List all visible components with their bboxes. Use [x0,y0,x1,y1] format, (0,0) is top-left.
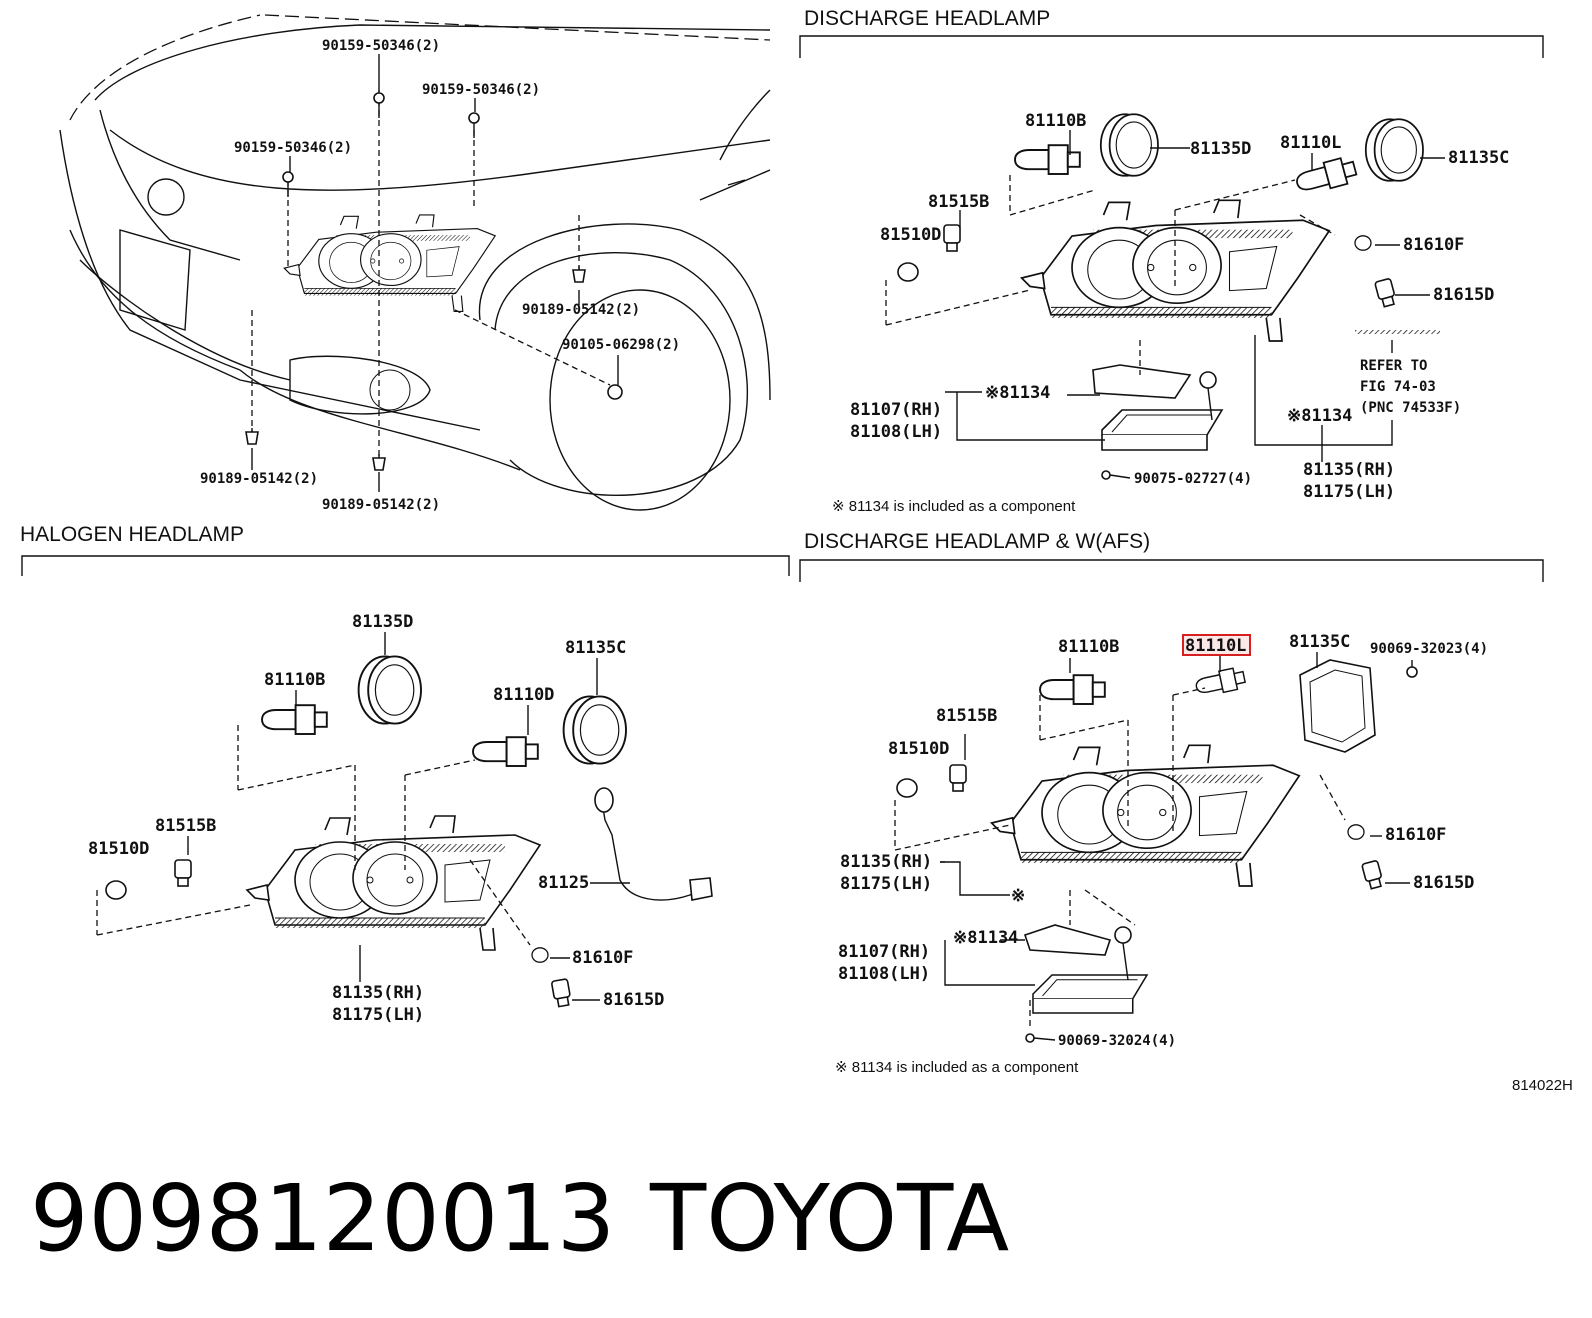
afs-81135rh: 81135(RH) [840,852,932,872]
afs-90069-a: 90069-32023(4) [1370,641,1488,657]
discharge-81134-b: ※81134 [1287,406,1352,426]
figure-code: 814022H [1512,1077,1573,1094]
afs-81510d: 81510D [888,739,949,759]
brand-name: TOYOTA [649,1165,1009,1272]
discharge-81515b: 81515B [928,192,989,212]
clip-label-a: 90189-05142(2) [522,302,640,318]
bolt-label-c: 90159-50346(2) [234,140,352,156]
discharge-81134-a: ※81134 [985,383,1050,403]
discharge-refer-1: REFER TO [1360,358,1427,374]
clip-label-c: 90189-05142(2) [322,497,440,513]
afs-81110l: 81110L [1185,636,1246,656]
afs-81134: ※81134 [953,928,1018,948]
halogen-section: HALOGEN HEADLAMP 81135D 81135C 81110B [20,523,790,1025]
afs-81107: 81107(RH) [838,942,930,962]
bolt-label-b: 90159-50346(2) [422,82,540,98]
afs-81610f: 81610F [1385,825,1446,845]
afs-81515b: 81515B [936,706,997,726]
discharge-81175lh: 81175(LH) [1303,482,1395,502]
halogen-81615d: 81615D [603,990,664,1010]
discharge-81107: 81107(RH) [850,400,942,420]
afs-81615d: 81615D [1413,873,1474,893]
highlight-81110l [1182,634,1251,656]
discharge-81108: 81108(LH) [850,422,942,442]
discharge-title: DISCHARGE HEADLAMP [804,7,1050,30]
halogen-81110b: 81110B [264,670,325,690]
afs-81175lh: 81175(LH) [840,874,932,894]
bolt-label-a: 90159-50346(2) [322,38,440,54]
discharge-81110b: 81110B [1025,111,1086,131]
discharge-90075: 90075-02727(4) [1134,471,1252,487]
halogen-81125: 81125 [538,873,589,893]
discharge-section: DISCHARGE HEADLAMP [799,7,1544,515]
halogen-81135d: 81135D [352,612,413,632]
halogen-81510d: 81510D [88,839,149,859]
afs-90069-b: 90069-32024(4) [1058,1033,1176,1049]
afs-81135c: 81135C [1289,632,1350,652]
discharge-81110l: 81110L [1280,133,1341,153]
halogen-81110d: 81110D [493,685,554,705]
afs-note: ※ 81134 is included as a component [835,1059,1079,1076]
discharge-81615d: 81615D [1433,285,1494,305]
afs-81108: 81108(LH) [838,964,930,984]
discharge-note: ※ 81134 is included as a component [832,498,1076,515]
halogen-81135c: 81135C [565,638,626,658]
halogen-81135rh: 81135(RH) [332,983,424,1003]
discharge-81610f: 81610F [1403,235,1464,255]
afs-section: DISCHARGE HEADLAMP & W(AFS) [799,530,1544,1076]
halogen-81515b: 81515B [155,816,216,836]
halogen-title: HALOGEN HEADLAMP [20,523,244,546]
discharge-refer-2: FIG 74-03 [1360,379,1436,395]
afs-title: DISCHARGE HEADLAMP & W(AFS) [804,530,1150,553]
part-number: 9098120013 [30,1165,615,1272]
afs-81110b: 81110B [1058,637,1119,657]
car-view: 90159-50346(2) 90159-50346(2) 90159-5034… [59,14,771,513]
screw-label: 90105-06298(2) [562,337,680,353]
discharge-81135rh: 81135(RH) [1303,460,1395,480]
halogen-81610f: 81610F [572,948,633,968]
discharge-81135c: 81135C [1448,148,1509,168]
discharge-refer-3: (PNC 74533F) [1360,400,1461,416]
afs-mark: ※ [1011,886,1025,906]
clip-label-b: 90189-05142(2) [200,471,318,487]
discharge-81510d: 81510D [880,225,941,245]
halogen-81175lh: 81175(LH) [332,1005,424,1025]
discharge-81135d: 81135D [1190,139,1251,159]
